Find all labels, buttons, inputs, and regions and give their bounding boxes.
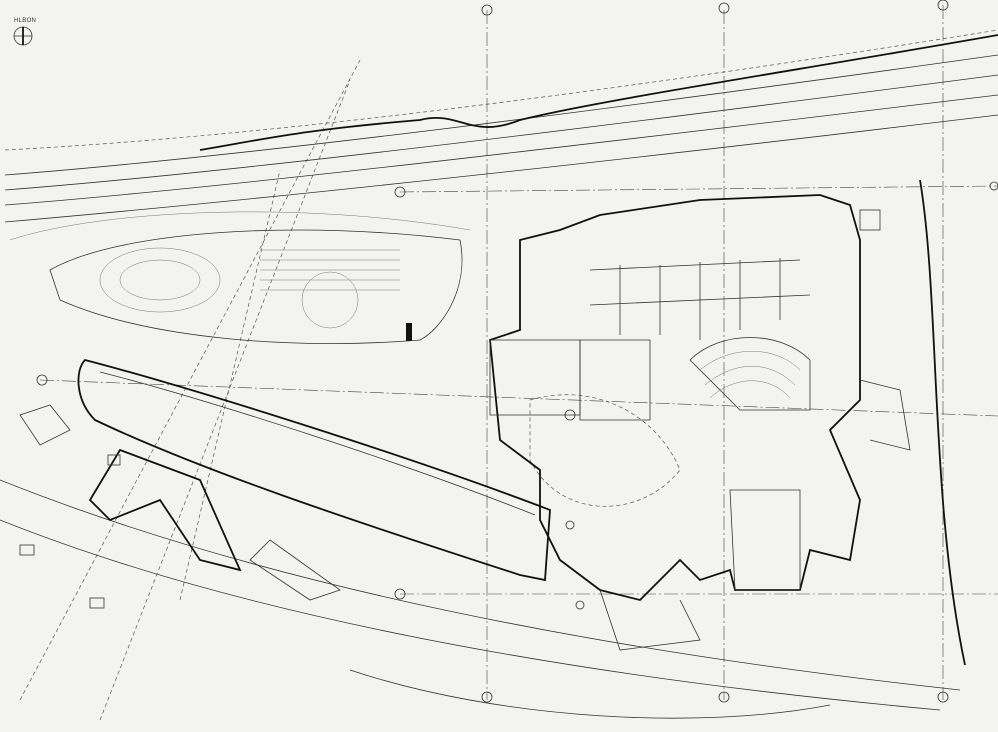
main-building-complex	[489, 194, 911, 651]
north-arrow-icon	[13, 26, 33, 46]
grid-lines	[19, 0, 998, 721]
site-features	[19, 209, 881, 610]
landscape-contours	[9, 211, 681, 507]
roads	[0, 29, 998, 719]
concert-hall-building	[77, 358, 551, 582]
north-arrow-label: HLBON	[14, 18, 37, 24]
west-wing	[19, 404, 341, 601]
